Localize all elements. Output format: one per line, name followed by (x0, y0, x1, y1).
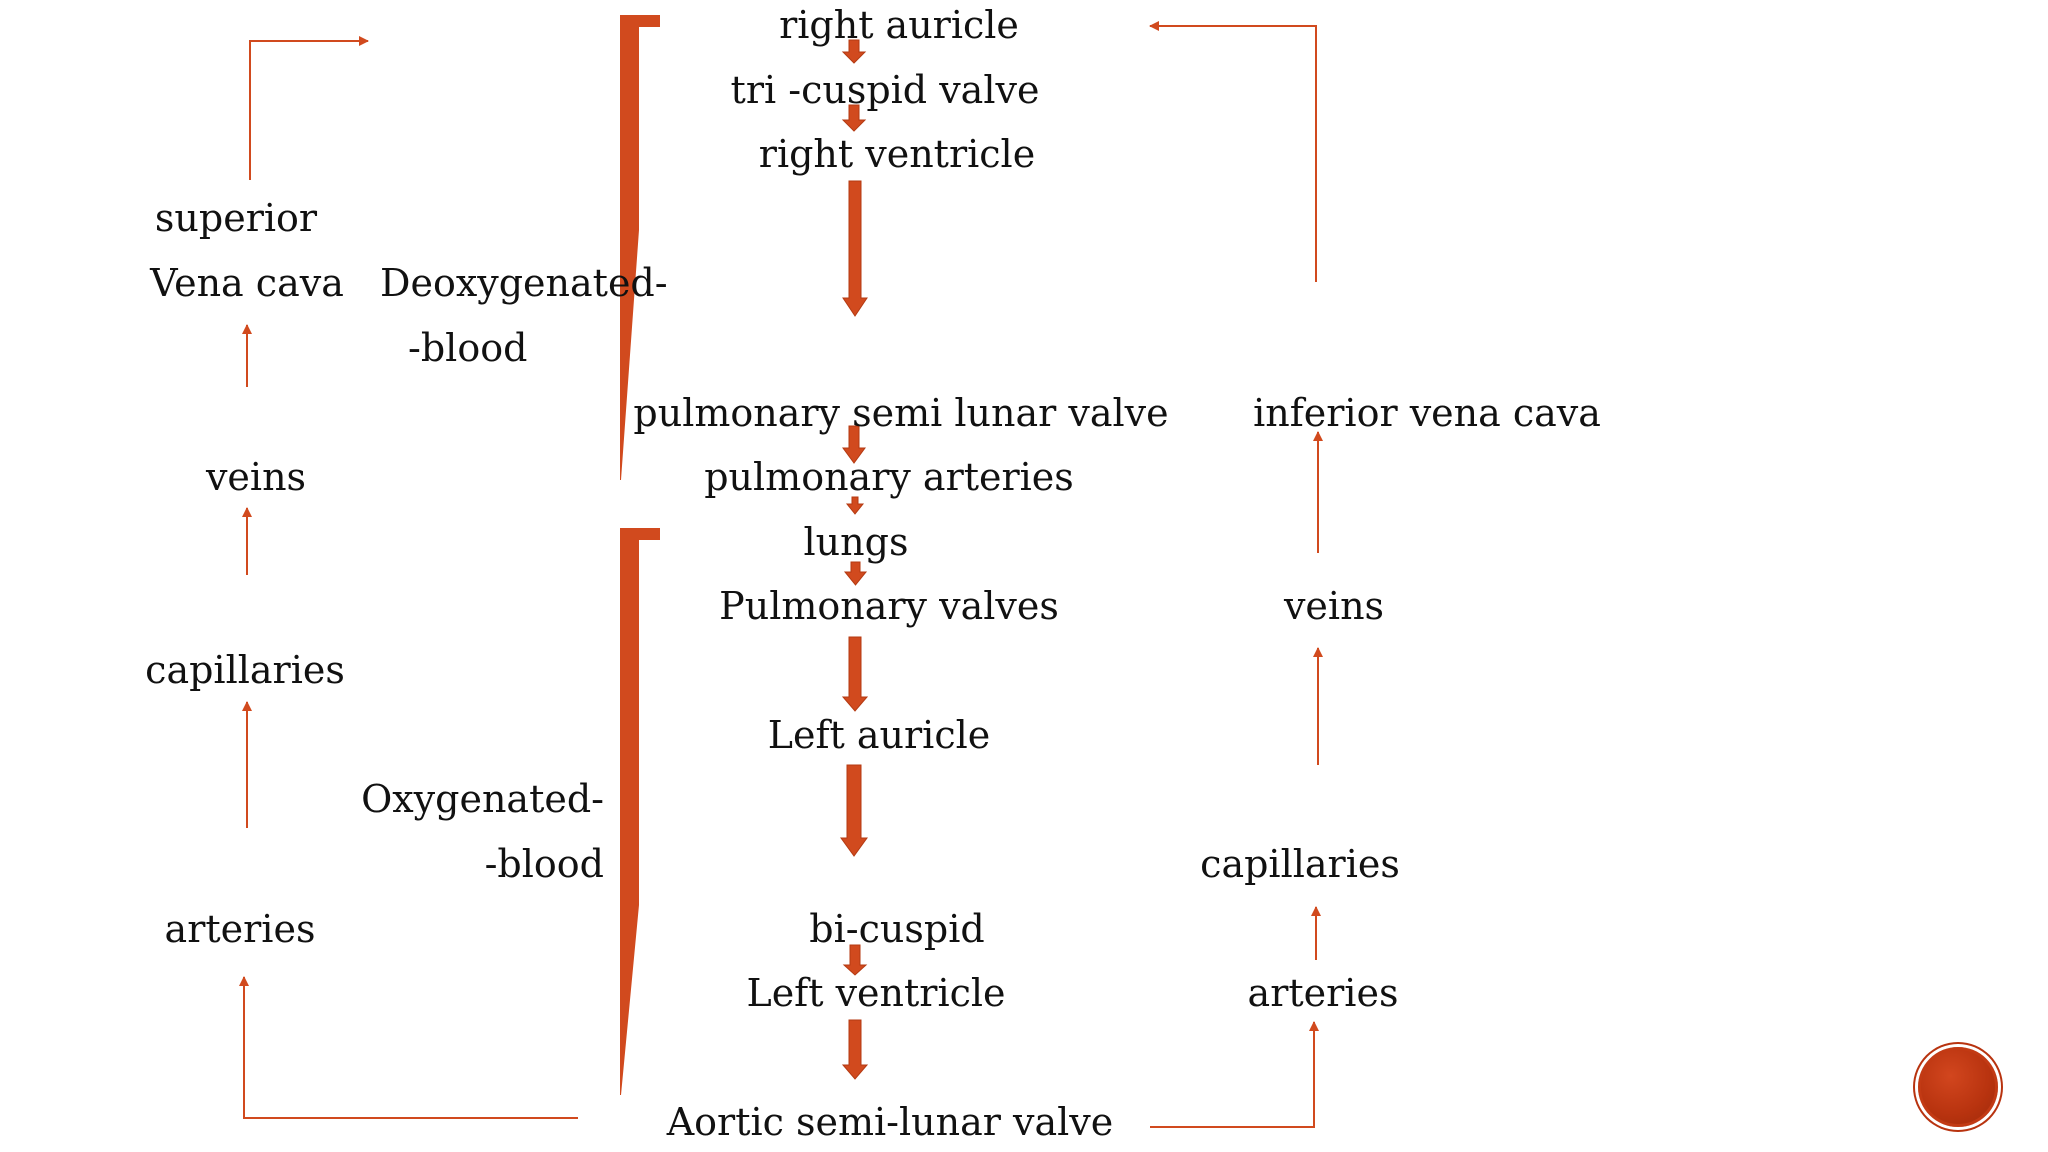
inferior-vena-cava-to-right-auricle-line (1149, 21, 1317, 282)
node-right-ventricle: right ventricle (758, 132, 1036, 176)
arrow-valve-to-arteries (842, 425, 866, 464)
node-superior: superior (154, 196, 318, 240)
node-arteries-left: arteries (164, 907, 316, 951)
arrow-lungs-to-pulmonary-valves (843, 561, 868, 586)
node-bicuspid: bi-cuspid (809, 907, 985, 951)
right-circuit-lines (1149, 21, 1323, 1128)
node-pulmonary-semilunar-valve: pulmonary semi lunar valve (633, 391, 1169, 435)
aortic-to-right-arteries-line (1150, 1021, 1319, 1128)
arrow-left-ventricle-to-aortic-valve (841, 1019, 869, 1080)
arrow-pulmonary-valves-to-left-auricle (841, 636, 869, 712)
aortic-to-left-arteries-line (239, 976, 578, 1119)
arrow-arteries-to-lungs (845, 496, 865, 515)
oxygenated-label: Oxygenated- (361, 777, 604, 821)
center-flow-arrows (840, 39, 869, 1080)
node-left-ventricle: Left ventricle (746, 971, 1006, 1015)
deoxygenated-bracket (620, 15, 660, 480)
node-pulmonary-valves: Pulmonary valves (719, 584, 1059, 628)
node-capillaries-right: capillaries (1200, 842, 1400, 886)
node-vena-cava: Vena cava (150, 261, 344, 305)
arrow-bicuspid-to-left-ventricle (842, 944, 868, 976)
arrow-ventricle-to-pulmonary-valve (842, 180, 868, 317)
node-pulmonary-arteries: pulmonary arteries (704, 455, 1074, 499)
node-tricuspid-valve: tri -cuspid valve (730, 68, 1040, 112)
node-veins-right: veins (1283, 584, 1385, 628)
left-circuit-lines (239, 36, 578, 1119)
node-veins-left: veins (205, 455, 307, 499)
node-left-auricle: Left auricle (767, 713, 991, 757)
deoxygenated-label: Deoxygenated- (380, 261, 668, 305)
node-capillaries-left: capillaries (145, 648, 345, 692)
slide-number-badge (1918, 1047, 1998, 1127)
node-lungs: lungs (803, 520, 909, 564)
deoxygenated-blood-label: -blood (408, 326, 528, 370)
node-aortic-semilunar-valve: Aortic semi-lunar valve (666, 1100, 1114, 1144)
arrow-tricuspid-to-ventricle (841, 104, 867, 132)
oxygenated-blood-label: -blood (484, 842, 604, 886)
arrow-auricle-to-tricuspid (841, 39, 867, 64)
superior-vena-cava-to-heart-line (249, 36, 369, 180)
node-arteries-right: arteries (1247, 971, 1399, 1015)
node-right-auricle: right auricle (779, 3, 1019, 47)
arrow-left-auricle-to-bicuspid (840, 764, 868, 857)
node-inferior-vena-cava: inferior vena cava (1253, 391, 1601, 435)
oxygenated-bracket (620, 528, 660, 1095)
